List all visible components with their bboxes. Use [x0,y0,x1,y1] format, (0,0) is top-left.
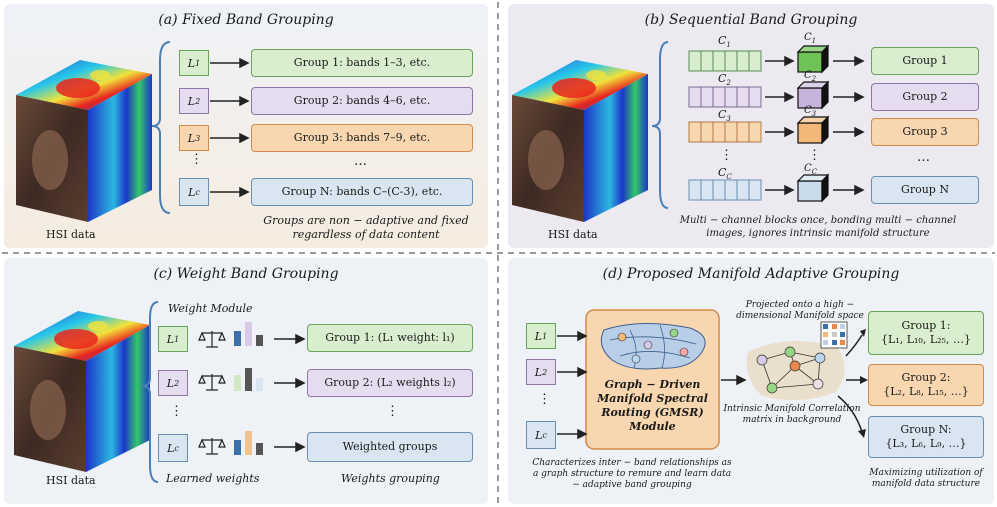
block-label-c3: C3 [718,108,731,124]
group-2-box-c: Group 2: (L₂ weights l₂) [307,369,473,397]
group-n-box-d: Group N:{L₃, L₆, L₉, …} [868,416,984,458]
group-weighted-box-c: Weighted groups [307,432,473,462]
group-3-box-a: Group 3: bands 7–9, etc. [251,124,473,152]
correlation-label: Intrinsic Manifold Correlation matrix in… [723,404,861,425]
block-label-cc: CC [718,166,732,182]
group-1-box-b: Group 1 [871,47,979,75]
hsi-label-b: HSI data [548,228,598,241]
learned-weights-label: Learned weights [166,472,260,485]
ellipsis-c-left: ⋮ [170,404,183,419]
block-label-c2: C2 [718,72,731,88]
ellipsis-b-right: … [917,150,930,165]
caption-b: Multi − channel blocks once, bonding mul… [679,215,957,239]
cube-label-c2: C2 [804,70,817,83]
group-1-box-a: Group 1: bands 1–3, etc. [251,49,473,77]
cube-label-cc: CC [804,163,818,176]
hsi-label-c: HSI data [46,474,96,487]
group-2-box-b: Group 2 [871,83,979,111]
ellipsis-b-left: ⋮ [720,148,733,163]
group-n-box-a: Group N: bands C–(C-3), etc. [251,178,473,206]
group-n-box-b: Group N [871,176,979,204]
panel-c-title: (c) Weight Band Grouping [153,266,339,282]
ellipsis-a-left: ⋮ [190,152,203,167]
block-label-c1: C1 [718,34,731,50]
hsi-label-a: HSI data [46,228,96,241]
gmsr-module-label: Graph − Driven Manifold Spectral Routing… [597,378,708,433]
projected-label: Projected onto a high − dimensional Mani… [736,300,864,321]
weight-module-label: Weight Module [168,302,253,315]
group-1-box-d: Group 1:{L₁, L₁₀, L₂₅, …} [868,311,984,355]
ellipsis-b-mid: ⋮ [808,148,821,163]
cube-label-c3: C3 [804,105,817,118]
ellipsis-d-left: ⋮ [538,392,551,407]
group-2-box-a: Group 2: bands 4–6, etc. [251,87,473,115]
panel-b-title: (b) Sequential Band Grouping [644,12,858,28]
panel-d-title: (d) Proposed Manifold Adaptive Grouping [602,266,900,282]
panel-a-title: (a) Fixed Band Grouping [158,12,334,28]
ellipsis-a-right: … [354,154,367,169]
group-3-box-b: Group 3 [871,118,979,146]
cube-label-c1: C1 [804,32,817,45]
caption-d-right: Maximizing utilization of manifold data … [869,468,983,489]
caption-d-left: Characterizes inter − band relationships… [532,458,732,490]
weights-grouping-label: Weights grouping [341,472,440,485]
ellipsis-c-right: ⋮ [386,404,399,419]
group-2-box-d: Group 2:{L₂, L₈, L₁₅, …} [868,364,984,406]
caption-a: Groups are non − adaptive and fixed rega… [263,214,469,241]
group-1-box-c: Group 1: (L₁ weight: l₁) [307,324,473,352]
